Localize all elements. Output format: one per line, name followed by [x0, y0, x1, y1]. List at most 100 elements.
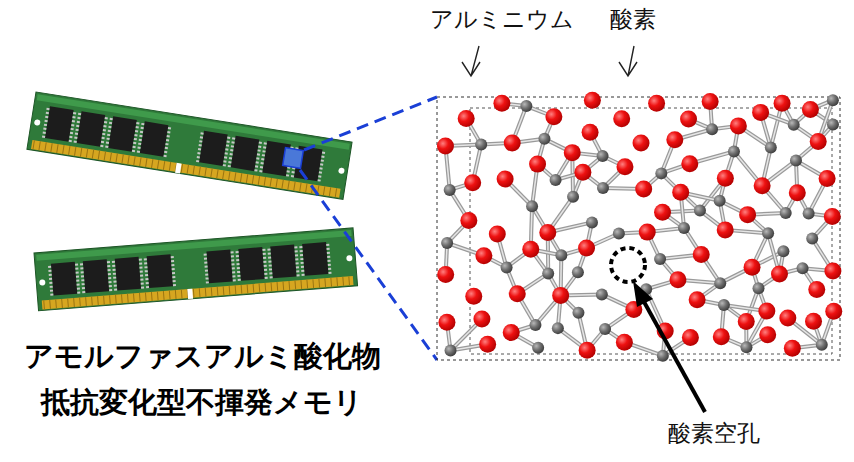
chip-pin — [171, 256, 174, 258]
chip-pin — [140, 279, 143, 281]
oxygen-atom — [493, 95, 510, 112]
contact-gap — [69, 146, 70, 155]
contact-gap — [229, 171, 230, 180]
contact-gap — [223, 286, 225, 295]
chip-pin — [76, 272, 79, 274]
chip-pin — [300, 258, 303, 260]
chip-pin — [50, 294, 53, 296]
aluminum-atom — [555, 249, 567, 261]
contact-gap — [276, 179, 277, 188]
chip-pin — [167, 131, 170, 133]
contact-gap — [163, 161, 164, 170]
chip-pin — [100, 145, 103, 147]
chip-pin — [50, 286, 53, 288]
chip-pin — [223, 164, 226, 166]
oxygen-atom — [713, 328, 730, 345]
chip-pin — [327, 252, 330, 254]
chip-pin — [328, 272, 331, 274]
chip-pin — [295, 254, 298, 256]
contact-gap — [265, 283, 267, 292]
contact-gap — [110, 153, 111, 162]
chip-pin — [228, 165, 231, 167]
chip-pin — [197, 156, 200, 158]
oxygen-atom — [633, 134, 650, 151]
contact-gap — [181, 164, 182, 173]
chip-pin — [81, 275, 84, 277]
chip-pin — [232, 271, 235, 273]
chip-pin — [140, 275, 143, 277]
chip-pin — [262, 150, 265, 152]
oxygen-atom — [539, 224, 556, 241]
oxygen-atom — [824, 263, 841, 280]
chip-pin — [263, 146, 266, 148]
oxygen-atom — [529, 156, 546, 173]
chip-pin — [263, 261, 266, 263]
chip-pin — [113, 273, 116, 275]
aluminum-atom — [538, 133, 550, 145]
oxygen-atom — [648, 95, 665, 112]
chip-pin — [172, 272, 175, 274]
contact-gap — [300, 280, 302, 289]
chip-pin — [228, 161, 231, 163]
oxygen-atom — [574, 164, 591, 181]
chip-pin — [42, 136, 45, 138]
chip-pin — [75, 129, 78, 131]
chip-pin — [326, 244, 329, 246]
chip-pin — [260, 162, 263, 164]
chip-pin — [75, 133, 78, 135]
chip-pin — [105, 146, 108, 148]
aluminum-atom — [532, 342, 544, 354]
chip-pin — [168, 127, 171, 129]
chip-pin — [74, 141, 77, 143]
aluminum-atom — [803, 208, 815, 220]
chip-pin — [134, 134, 137, 136]
contact-gap — [271, 282, 273, 291]
oxygen-atom — [758, 303, 775, 320]
chip-pin — [321, 155, 324, 157]
chip-pin — [230, 149, 233, 151]
contact-gap — [80, 148, 81, 157]
aluminum-atom — [526, 200, 538, 212]
contact-gap — [163, 291, 165, 300]
chip-pin — [146, 286, 149, 288]
contact-gap — [49, 300, 51, 309]
aluminum-atom — [572, 266, 584, 278]
contact-gap — [92, 150, 93, 159]
chip-pin — [137, 147, 140, 149]
contact-gap — [181, 290, 183, 299]
chip-pin — [205, 277, 208, 279]
zoom-marker — [283, 148, 304, 169]
chip-pin — [114, 285, 117, 287]
aluminum-atom — [780, 207, 792, 219]
memory-chip — [206, 250, 232, 284]
chip-pin — [231, 255, 234, 257]
contact-gap — [217, 169, 218, 178]
chip-pin — [103, 129, 106, 131]
contact-gap — [252, 175, 253, 184]
oxygen-atom — [613, 110, 630, 127]
chip-pin — [139, 263, 142, 265]
chip-pin — [238, 279, 241, 281]
oxygen-atom — [825, 303, 842, 320]
chip-pin — [48, 266, 51, 268]
chip-pin — [205, 269, 208, 271]
chip-pin — [77, 291, 80, 293]
chip-pin — [109, 289, 112, 291]
chip-pin — [259, 141, 262, 143]
contact-gap — [240, 173, 241, 182]
contact-gap — [318, 279, 320, 288]
aluminum-atom — [714, 277, 726, 289]
contact-gap — [324, 278, 326, 287]
chip-pin — [104, 121, 107, 123]
chip-pin — [49, 278, 52, 280]
oxygen-atom — [616, 158, 633, 175]
chip-pin — [144, 258, 147, 260]
chip-pin — [136, 126, 139, 128]
chip-pin — [132, 146, 135, 148]
chip-pin — [269, 272, 272, 274]
mount-hole — [338, 167, 345, 174]
chip-pin — [204, 253, 207, 255]
chip-pin — [260, 166, 263, 168]
chip-pin — [140, 271, 143, 273]
chip-pin — [232, 275, 235, 277]
